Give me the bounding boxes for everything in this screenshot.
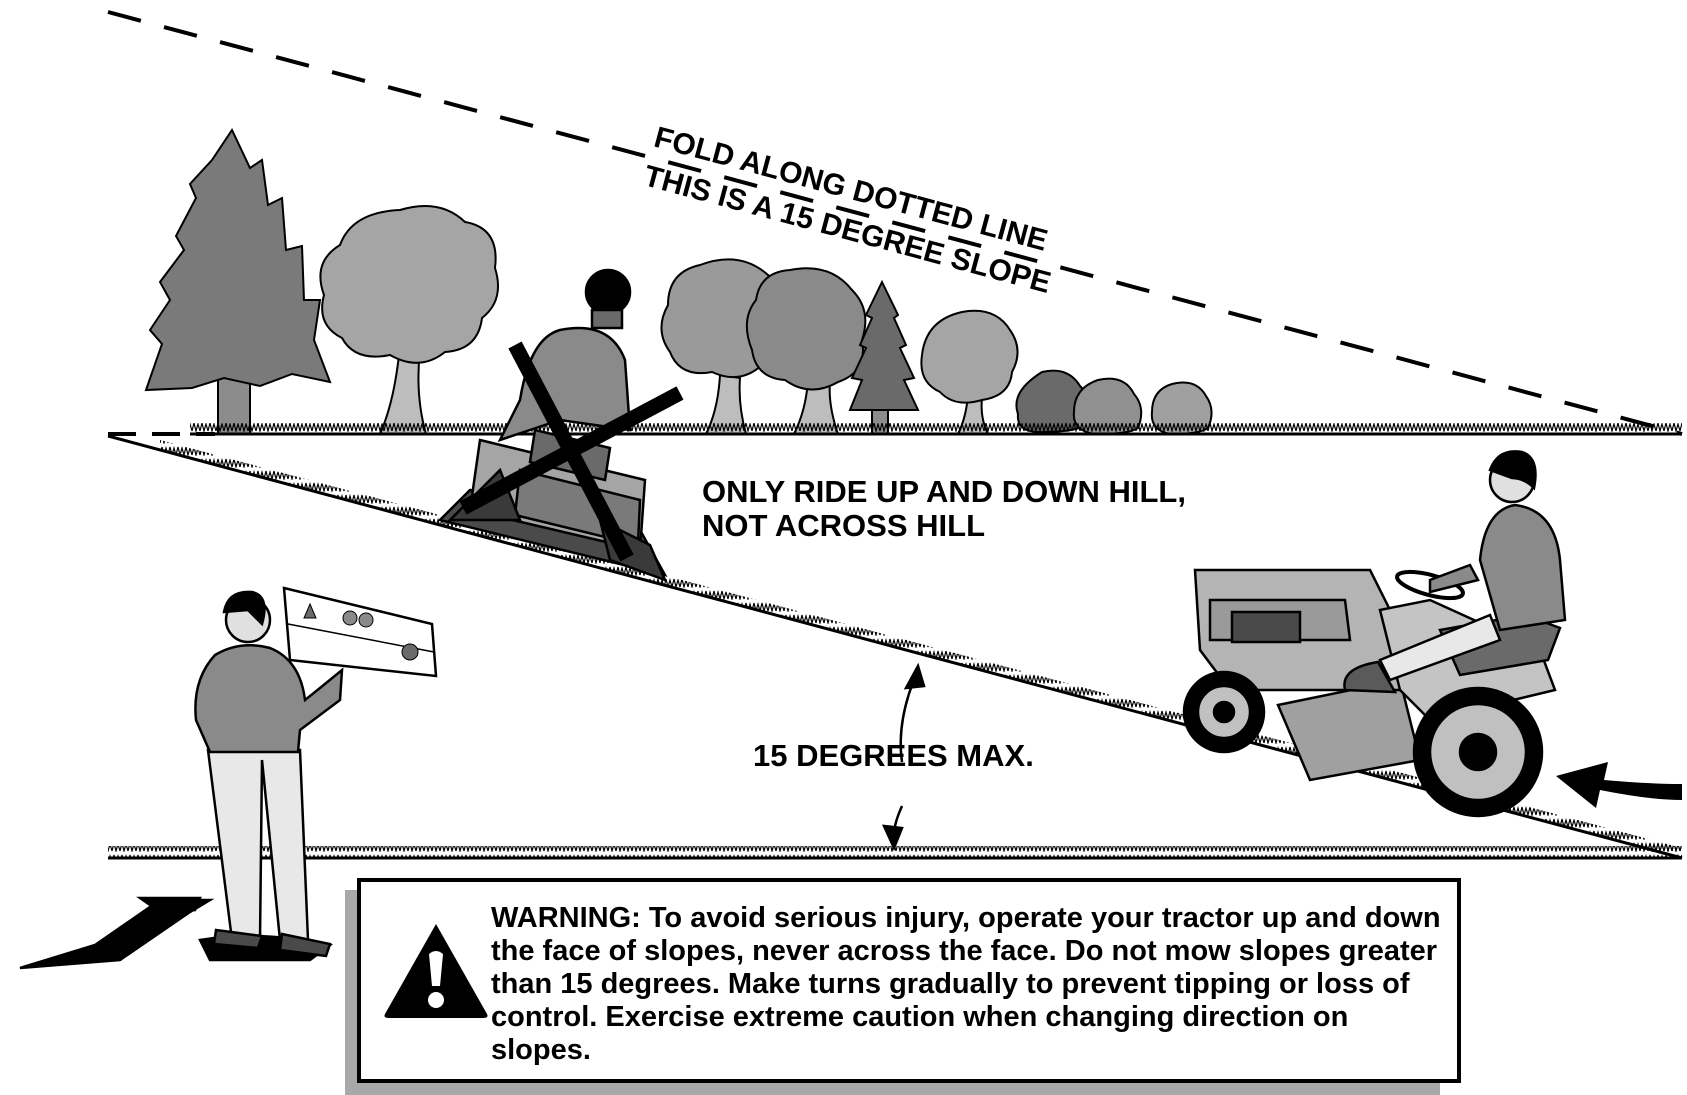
warning-text: WARNING: To avoid serious injury, operat… xyxy=(491,902,1441,1066)
ride-label-line-2: NOT ACROSS HILL xyxy=(702,508,986,543)
bottom-grass xyxy=(108,846,1682,858)
warning-box: WARNING: To avoid serious injury, operat… xyxy=(357,878,1461,1083)
fold-dashed-line xyxy=(107,10,1683,436)
tractor-up-down-hill xyxy=(1182,450,1567,818)
top-grass xyxy=(190,423,1682,434)
angle-arrow xyxy=(881,662,926,852)
prohibited-x-icon xyxy=(459,341,684,562)
warning-triangle-icon xyxy=(384,924,488,1018)
fold-instruction-label: FOLD ALONG DOTTED LINE THIS IS A 15 DEGR… xyxy=(639,118,1065,304)
man-holding-guide xyxy=(19,586,438,970)
ride-label-line-1: ONLY RIDE UP AND DOWN HILL, xyxy=(702,474,1186,509)
curved-arrow-icon xyxy=(1556,762,1682,808)
max-angle-label: 15 DEGREES MAX. xyxy=(753,738,1034,773)
tree-row xyxy=(144,127,1213,436)
ride-instruction-label: ONLY RIDE UP AND DOWN HILL, NOT ACROSS H… xyxy=(702,475,1186,543)
